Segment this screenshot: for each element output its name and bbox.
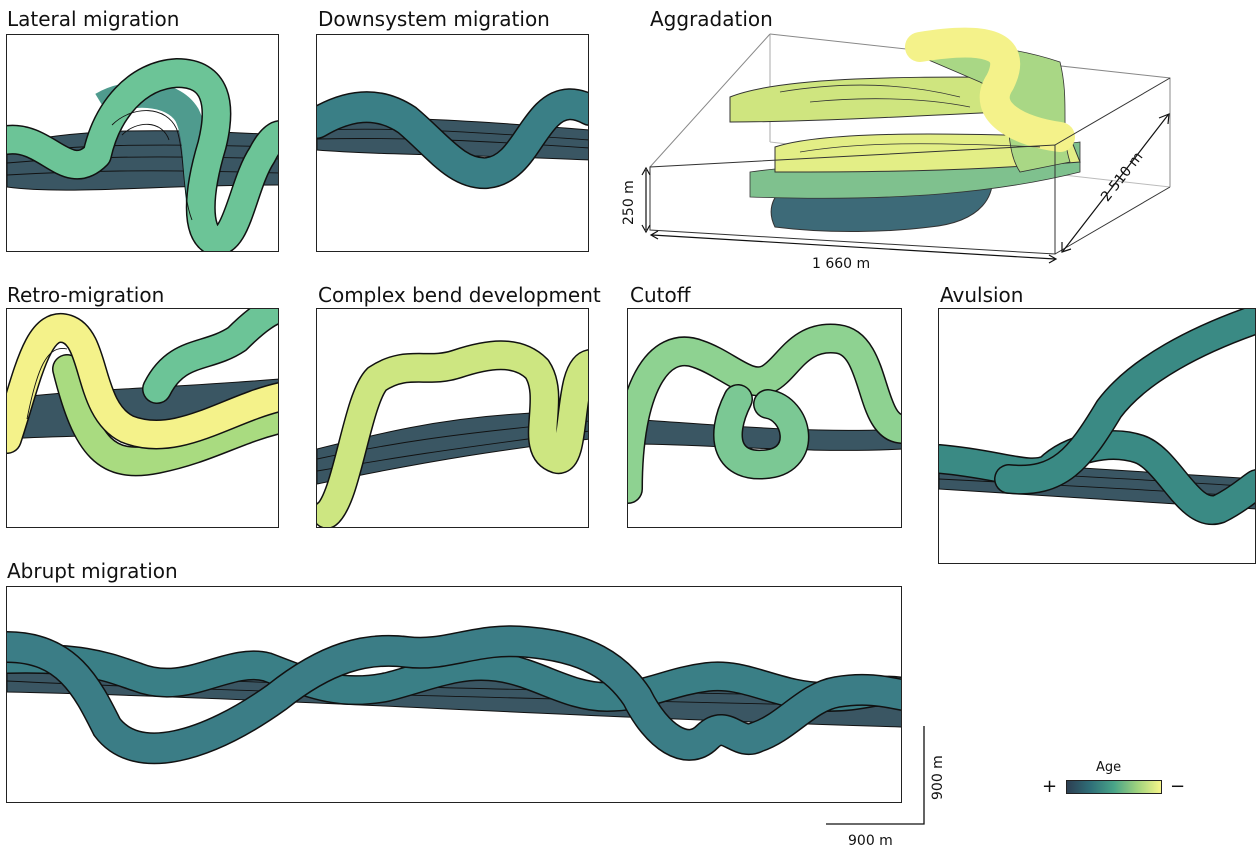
channel-belt-lateral: [7, 58, 278, 251]
scale-bar: [826, 726, 925, 825]
channel-belt-avulsion: [939, 309, 1255, 525]
panel-abrupt-migration: [6, 586, 902, 803]
aggradation-block-diagram: [641, 27, 1171, 264]
aggradation-width-label: 1 660 m: [812, 256, 871, 272]
panel-cutoff: [627, 308, 902, 528]
panel-title-aggradation: Aggradation: [650, 7, 773, 31]
panel-title-retro-migration: Retro-migration: [7, 283, 165, 307]
channel-belt-downsystem: [317, 88, 588, 189]
panel-downsystem-migration: [316, 34, 589, 252]
panel-title-lateral-migration: Lateral migration: [7, 7, 180, 31]
panel-retro-migration: [6, 308, 279, 528]
channel-belt-abrupt: [7, 625, 901, 765]
age-colorbar: [1066, 780, 1162, 794]
panel-title-cutoff: Cutoff: [630, 283, 691, 307]
aggradation-height-label: 250 m: [621, 180, 637, 225]
panel-lateral-migration: [6, 34, 279, 252]
panel-complex-bend-development: [316, 308, 589, 528]
channel-belt-complex-bend: [317, 340, 588, 527]
panel-title-downsystem-migration: Downsystem migration: [318, 7, 550, 31]
legend-minus: −: [1170, 776, 1186, 797]
channel-belt-cutoff: [628, 323, 901, 504]
scale-bar-horizontal-label: 900 m: [848, 833, 893, 849]
panel-title-complex-bend-development: Complex bend development: [318, 283, 601, 307]
panel-title-avulsion: Avulsion: [940, 283, 1024, 307]
channel-belt-retro: [7, 309, 278, 477]
scale-bar-vertical-label: 900 m: [930, 755, 946, 800]
panel-title-abrupt-migration: Abrupt migration: [7, 559, 178, 583]
legend-title: Age: [1096, 760, 1122, 775]
panel-avulsion: [938, 308, 1256, 564]
legend-plus: +: [1042, 776, 1058, 797]
